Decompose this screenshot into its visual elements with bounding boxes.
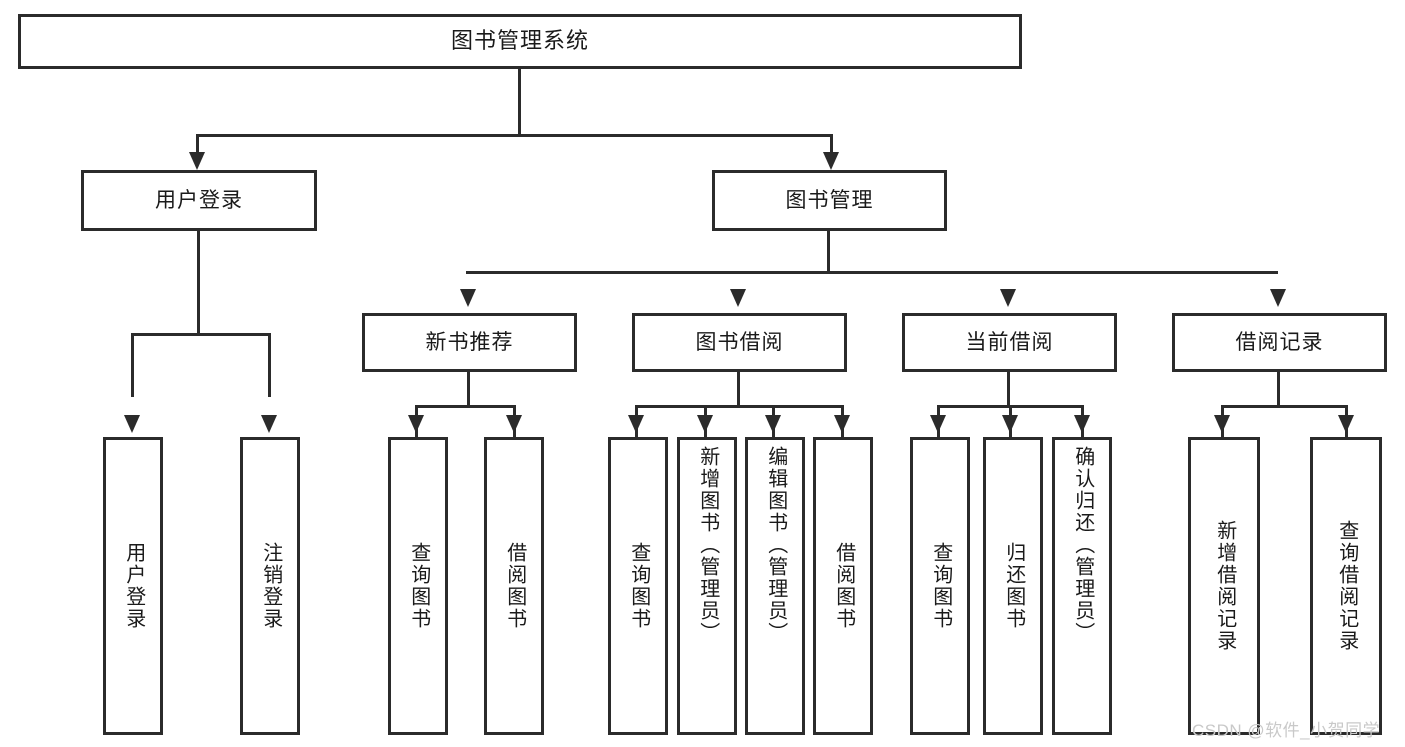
watermark: CSDN @软件_小贺同学 [1192, 721, 1381, 740]
connector-line-horizontal [466, 271, 1278, 274]
arrowhead-icon [628, 415, 644, 433]
tier2-node-4[interactable]: 借阅记录 [1172, 313, 1387, 372]
tier2-node-2[interactable]: 图书借阅 [632, 313, 847, 372]
leaf-node-4[interactable]: 借阅图书 [484, 437, 544, 735]
leaf-node-label: 查询借阅记录 [1335, 520, 1358, 652]
arrowhead-icon [1214, 415, 1230, 433]
node-label: 图书借阅 [695, 330, 784, 354]
leaf-node-label: 归还图书 [1002, 542, 1025, 630]
leaf-node-7[interactable]: 编辑图书（管理员） [745, 437, 805, 735]
root-node[interactable]: 图书管理系统 [18, 14, 1022, 69]
leaf-node-body: 注销登录 [243, 440, 297, 732]
leaf-node-6[interactable]: 新增图书（管理员） [677, 437, 737, 735]
leaf-node-label: 新增图书（管理员） [696, 446, 719, 644]
leaf-node-body: 新增借阅记录 [1191, 440, 1257, 732]
connector-line-vertical [518, 69, 521, 135]
leaf-node-label: 注销登录 [259, 542, 282, 630]
leaf-node-body: 查询图书 [611, 440, 665, 732]
connector-line-horizontal [1222, 405, 1346, 408]
leaf-node-body: 确认归还（管理员） [1055, 440, 1109, 738]
leaf-node-label: 借阅图书 [503, 542, 526, 630]
arrowhead-icon [506, 415, 522, 433]
leaf-node-label: 确认归还（管理员） [1071, 446, 1094, 644]
node-label: 借阅记录 [1235, 330, 1324, 354]
arrowhead-icon [1002, 415, 1018, 433]
leaf-node-3[interactable]: 查询图书 [388, 437, 448, 735]
leaf-node-label: 查询图书 [929, 542, 952, 630]
tier2-node-1[interactable]: 新书推荐 [362, 313, 577, 372]
connector-line-vertical [197, 231, 200, 335]
leaf-node-2[interactable]: 注销登录 [240, 437, 300, 735]
node-label: 图书管理 [785, 188, 874, 212]
leaf-node-5[interactable]: 查询图书 [608, 437, 668, 735]
leaf-node-label: 查询图书 [407, 542, 430, 630]
connector-line-vertical [131, 333, 134, 397]
connector-line-vertical [268, 333, 271, 397]
leaf-node-body: 借阅图书 [816, 440, 870, 732]
leaf-node-label: 查询图书 [627, 542, 650, 630]
arrowhead-icon [834, 415, 850, 433]
tier2-node-3[interactable]: 当前借阅 [902, 313, 1117, 372]
arrowhead-icon [1270, 289, 1286, 307]
connector-line-vertical [827, 231, 830, 273]
arrowhead-icon [1338, 415, 1354, 433]
node-label: 用户登录 [155, 188, 243, 212]
arrowhead-icon [730, 289, 746, 307]
leaf-node-13[interactable]: 查询借阅记录 [1310, 437, 1382, 735]
arrowhead-icon [930, 415, 946, 433]
arrowhead-icon [189, 152, 205, 170]
connector-line-horizontal [132, 333, 269, 336]
leaf-node-body: 借阅图书 [487, 440, 541, 732]
arrowhead-icon [765, 415, 781, 433]
leaf-node-1[interactable]: 用户登录 [103, 437, 163, 735]
leaf-node-label: 新增借阅记录 [1213, 520, 1236, 652]
connector-line-vertical [830, 134, 833, 152]
leaf-node-body: 查询图书 [913, 440, 967, 732]
leaf-node-body: 编辑图书（管理员） [748, 440, 802, 738]
arrowhead-icon [408, 415, 424, 433]
leaf-node-12[interactable]: 新增借阅记录 [1188, 437, 1260, 735]
node-label: 当前借阅 [965, 330, 1054, 354]
arrowhead-icon [1074, 415, 1090, 433]
arrowhead-icon [823, 152, 839, 170]
connector-line-vertical [1007, 372, 1010, 406]
node-label: 新书推荐 [425, 330, 514, 354]
leaf-node-label: 编辑图书（管理员） [764, 446, 787, 644]
arrowhead-icon [697, 415, 713, 433]
connector-line-horizontal [636, 405, 842, 408]
leaf-node-label: 借阅图书 [832, 542, 855, 630]
arrowhead-icon [124, 415, 140, 433]
leaf-node-body: 新增图书（管理员） [680, 440, 734, 738]
connector-line-vertical [1277, 372, 1280, 406]
connector-line-horizontal [197, 134, 833, 137]
leaf-node-9[interactable]: 查询图书 [910, 437, 970, 735]
leaf-node-11[interactable]: 确认归还（管理员） [1052, 437, 1112, 735]
leaf-node-body: 用户登录 [106, 440, 160, 732]
leaf-node-body: 查询图书 [391, 440, 445, 732]
node-label: 图书管理系统 [450, 28, 589, 54]
connector-line-horizontal [416, 405, 514, 408]
tier1-node-2[interactable]: 图书管理 [712, 170, 947, 231]
connector-line-vertical [196, 134, 199, 152]
arrowhead-icon [261, 415, 277, 433]
leaf-node-label: 用户登录 [122, 542, 145, 630]
arrowhead-icon [1000, 289, 1016, 307]
tier1-node-1[interactable]: 用户登录 [81, 170, 317, 231]
leaf-node-body: 归还图书 [986, 440, 1040, 732]
leaf-node-body: 查询借阅记录 [1313, 440, 1379, 732]
leaf-node-10[interactable]: 归还图书 [983, 437, 1043, 735]
arrowhead-icon [460, 289, 476, 307]
connector-line-vertical [737, 372, 740, 406]
leaf-node-8[interactable]: 借阅图书 [813, 437, 873, 735]
connector-line-vertical [467, 372, 470, 406]
